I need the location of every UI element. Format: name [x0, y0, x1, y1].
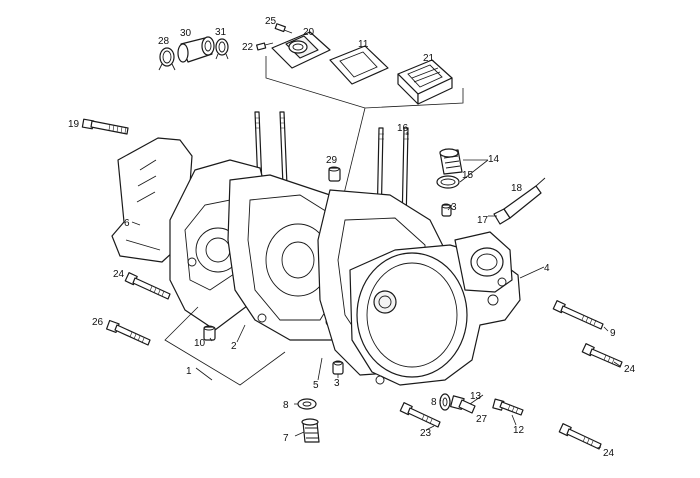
- leader-lines: [131, 132, 621, 449]
- bolt-23: [399, 402, 441, 428]
- intake-manifold: [271, 31, 331, 69]
- right-cover-4: [349, 231, 521, 386]
- callout-13: 13: [470, 391, 482, 402]
- reed-valve-block: [397, 59, 453, 105]
- callout-8-right: 8: [431, 397, 437, 408]
- callout-24-right-low: 24: [603, 448, 615, 459]
- callout-5: 5: [313, 380, 319, 391]
- bolt-12: [492, 398, 524, 416]
- callout-22: 22: [242, 42, 254, 53]
- callout-11: 11: [358, 39, 369, 50]
- callout-14: 14: [488, 154, 500, 165]
- screw-25: [274, 23, 293, 34]
- callout-27: 27: [476, 414, 488, 425]
- bolt-24-right-mid: [581, 343, 623, 368]
- bolt-9: [552, 300, 604, 330]
- callout-3-upper: 3: [451, 202, 457, 213]
- bolt-19: [81, 118, 129, 135]
- washer-8-right: [439, 393, 451, 411]
- callout-10: 10: [194, 338, 206, 349]
- callout-8-left: 8: [283, 400, 289, 411]
- callout-24-right-mid: 24: [624, 364, 636, 375]
- reed-gasket: [329, 45, 389, 85]
- callout-24-left: 24: [113, 269, 125, 280]
- filler-plug: [436, 148, 463, 189]
- screw-22: [256, 42, 274, 51]
- hose-clamp-right: [215, 38, 229, 60]
- callout-9: 9: [610, 328, 616, 339]
- callout-1: 1: [186, 366, 192, 377]
- callout-23: 23: [420, 428, 432, 439]
- callout-7: 7: [283, 433, 289, 444]
- callout-17: 17: [477, 215, 489, 226]
- hose-clamp-left: [158, 47, 176, 71]
- bolt-26: [105, 319, 151, 346]
- callout-21: 21: [423, 53, 435, 64]
- dowel-3-upper: [441, 203, 452, 217]
- dowel-3-lower: [332, 360, 344, 375]
- bolt-24-right-low: [558, 423, 602, 450]
- callout-12: 12: [513, 425, 525, 436]
- callout-18: 18: [511, 183, 523, 194]
- callout-20: 20: [303, 27, 315, 38]
- callout-19: 19: [68, 119, 80, 130]
- callout-3-lower: 3: [334, 378, 340, 389]
- callout-29: 29: [326, 155, 338, 166]
- intake-rubber-sleeve: [177, 36, 215, 63]
- drain-plug-27: [450, 395, 476, 414]
- bolt-24-left: [124, 272, 171, 300]
- drain-plug-7: [301, 418, 320, 443]
- callout-4: 4: [544, 263, 550, 274]
- washer-8-left: [297, 398, 317, 410]
- group-leader-1: [164, 306, 286, 386]
- dowel-29: [328, 166, 341, 182]
- callout-16: 16: [397, 123, 409, 134]
- callout-31: 31: [215, 27, 227, 38]
- callout-30: 30: [180, 28, 192, 39]
- callout-labels: 1 2 3 3 4 5 6 7 8 8 9 10 11 12 13 14 15 …: [68, 16, 636, 459]
- callout-28: 28: [158, 36, 170, 47]
- callout-25: 25: [265, 16, 277, 27]
- callout-15: 15: [462, 170, 474, 181]
- callout-26: 26: [92, 317, 104, 328]
- dowel-10: [203, 325, 216, 341]
- breather-pipe: [493, 177, 546, 225]
- callout-2: 2: [231, 341, 237, 352]
- callout-6: 6: [124, 218, 130, 229]
